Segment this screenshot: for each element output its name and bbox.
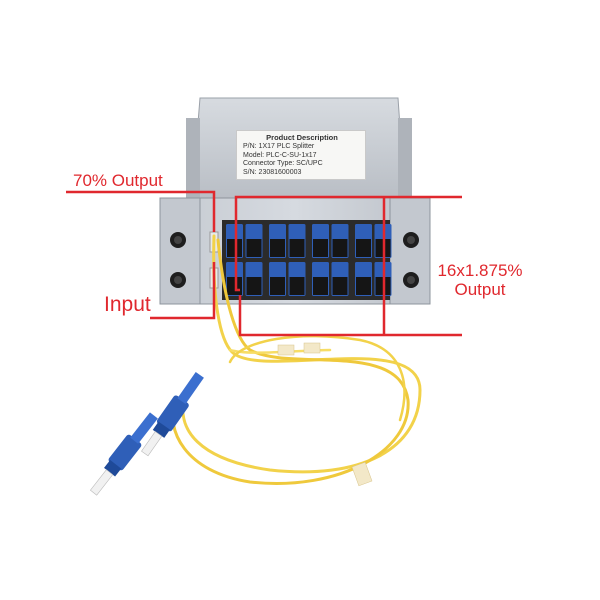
screw — [403, 232, 419, 248]
sc-adapter-port — [331, 262, 349, 296]
sc-adapter-port — [312, 224, 329, 258]
sc-adapter-port — [355, 224, 372, 258]
sc-adapter-port — [269, 262, 286, 296]
sc-adapter-port — [331, 224, 349, 258]
callout-16-line1: 16x1.875% — [437, 261, 523, 280]
label-line-model: Model: PLC-C-SU-1x17 — [243, 151, 317, 159]
screw — [170, 272, 186, 288]
sc-adapter-port — [245, 262, 263, 296]
callout-input: Input — [104, 293, 151, 316]
label-line-pn: P/N: 1X17 PLC Splitter — [243, 143, 315, 150]
sc-adapter-port — [226, 224, 243, 258]
sc-adapter-port — [312, 262, 329, 296]
sc-adapter-port — [226, 262, 243, 296]
label-title: Product Description — [266, 133, 338, 142]
sc-connector-left — [89, 412, 158, 496]
sc-adapter-port — [288, 224, 306, 258]
callout-16-line2: Output — [454, 279, 506, 299]
sc-adapter-port — [355, 262, 372, 296]
callout-70-output: 70% Output — [73, 171, 163, 190]
yellow-fiber-cables — [171, 234, 422, 487]
screw — [403, 272, 419, 288]
label-line-connector: Connector Type: SC/UPC — [243, 160, 323, 167]
callout-lines — [66, 190, 462, 337]
label-line-sn: S/N: 23081600003 — [243, 168, 302, 176]
sc-adapter-port — [288, 262, 306, 296]
screw — [170, 232, 186, 248]
sc-adapter-port — [269, 224, 286, 258]
sc-adapter-port — [245, 224, 263, 258]
sc-connector-right — [141, 372, 204, 457]
callout-16-output: 16x1.875% Output — [420, 261, 540, 299]
product-description-label: Product Description P/N: 1X17 PLC Splitt… — [236, 130, 366, 180]
